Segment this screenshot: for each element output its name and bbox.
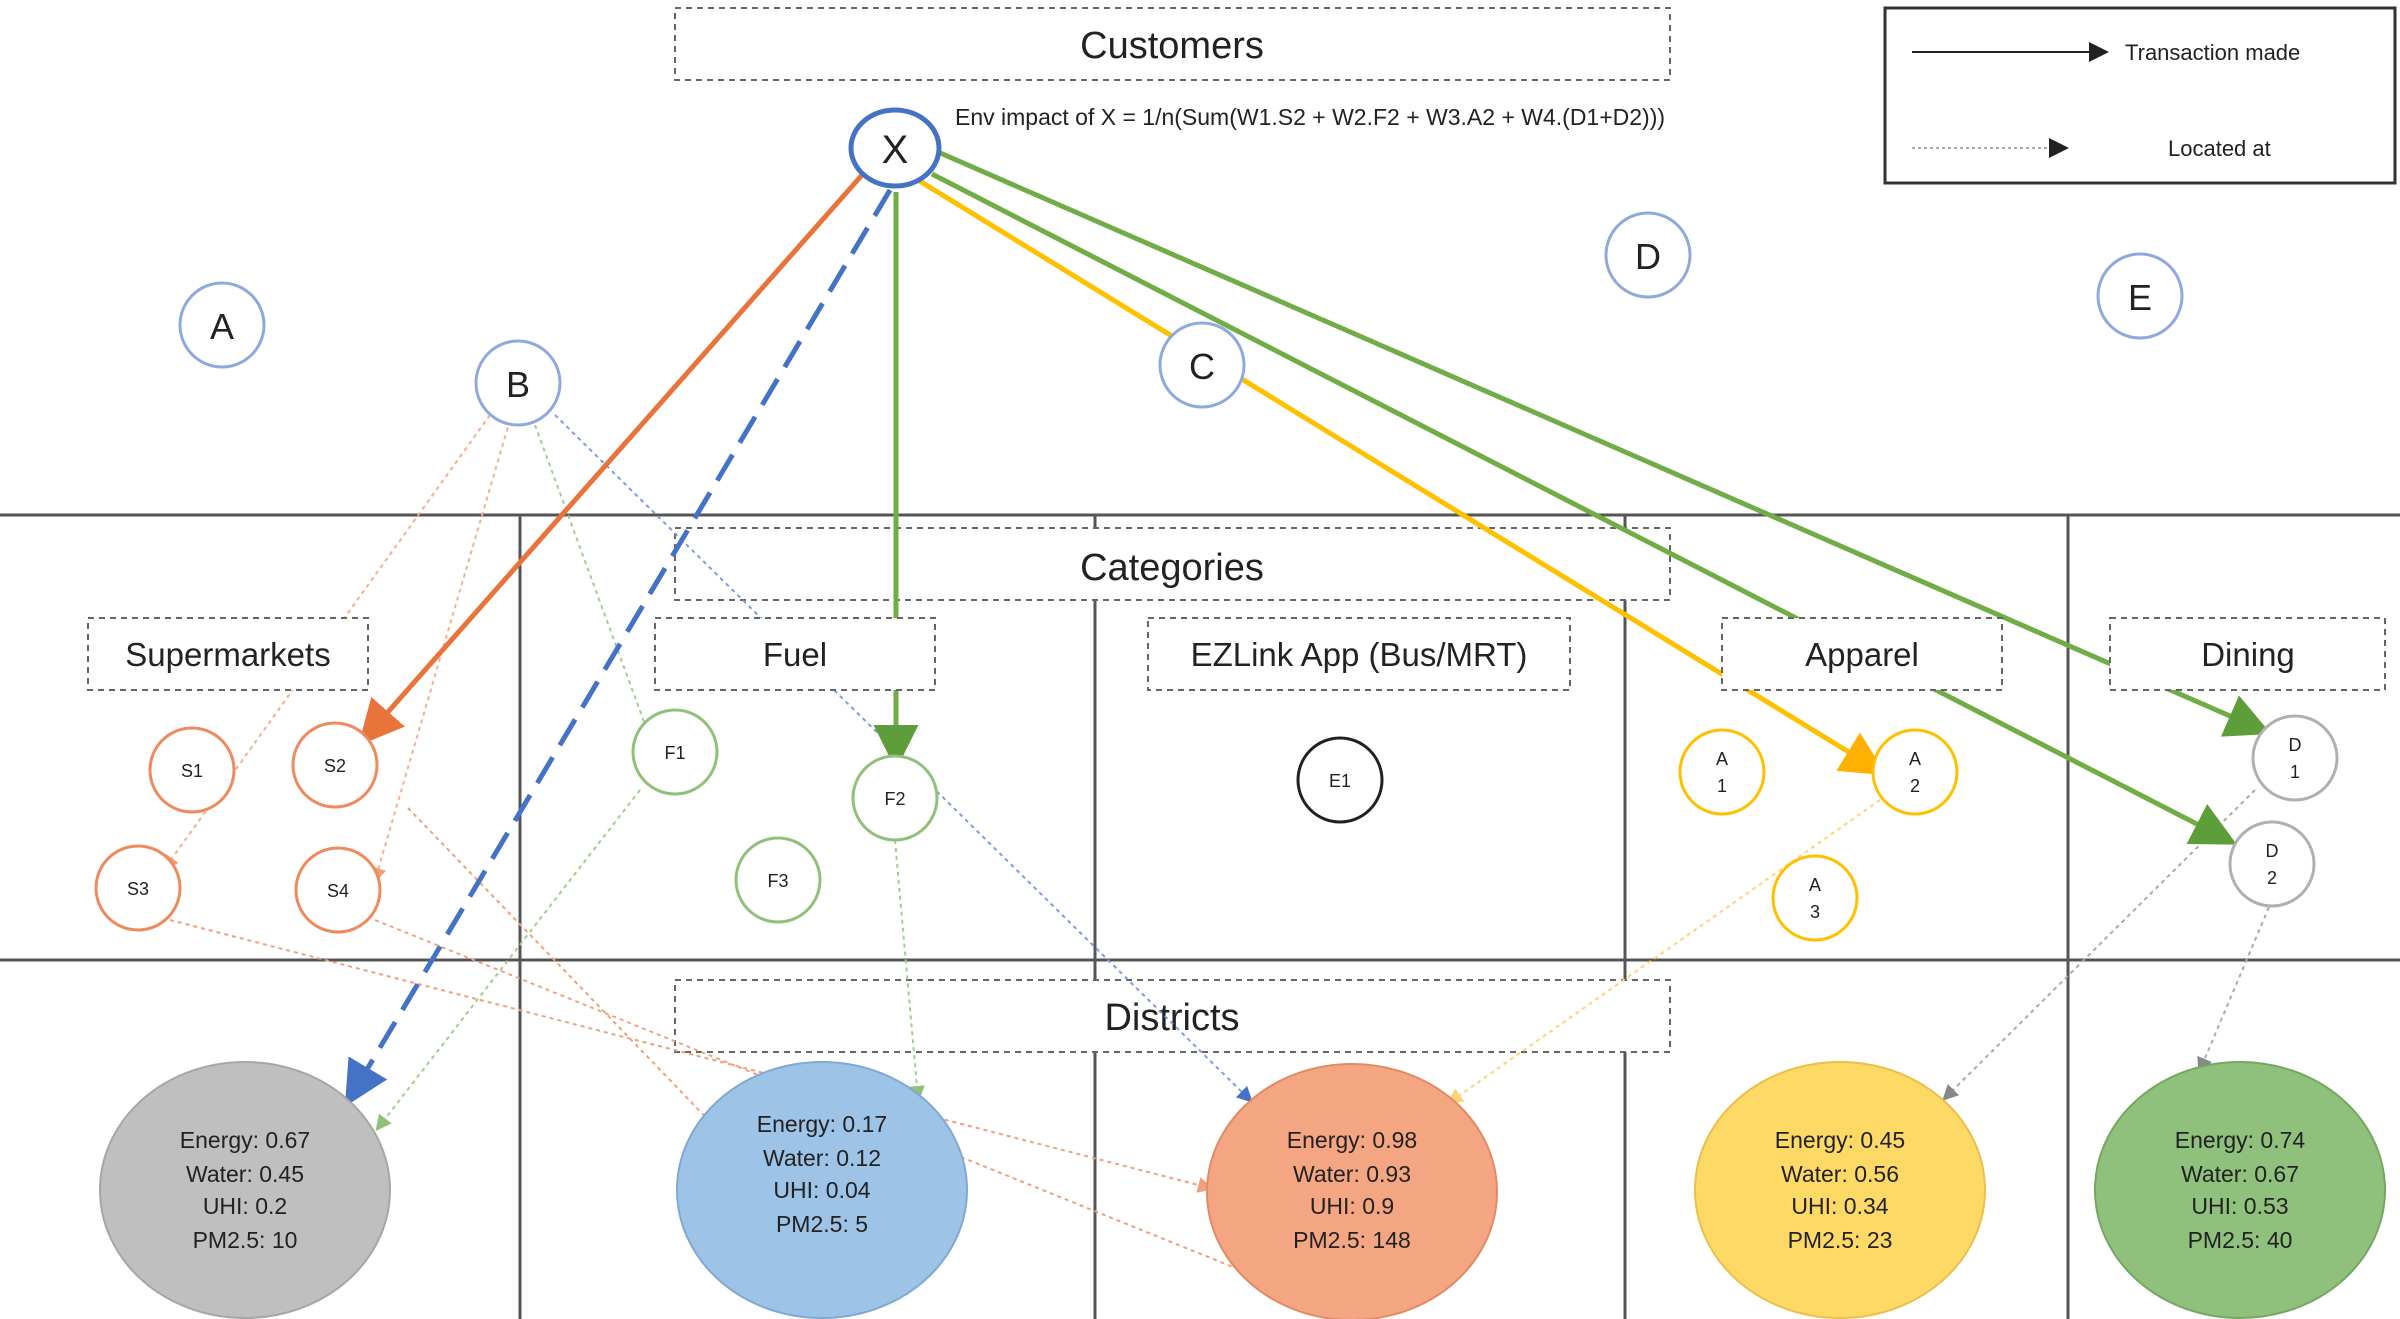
categories-title: Categories <box>1080 547 1264 589</box>
svg-text:S1: S1 <box>181 761 203 781</box>
node-a2 <box>1871 728 1959 816</box>
category-node-labels: S1 S2 S3 S4 F1 F2 F3 E1 A 1 A 2 A 3 D 1 … <box>127 735 2302 922</box>
customer-nodes: X A B C D E <box>178 107 2184 427</box>
svg-text:PM2.5: 5: PM2.5: 5 <box>776 1211 868 1237</box>
svg-text:F2: F2 <box>884 789 905 809</box>
svg-text:UHI: 0.34: UHI: 0.34 <box>1791 1193 1888 1219</box>
districts-header: Districts <box>674 979 1671 1053</box>
apparel-label: Apparel <box>1805 636 1919 673</box>
svg-text:C: C <box>1189 346 1215 387</box>
svg-text:S2: S2 <box>324 756 346 776</box>
node-s1 <box>148 726 236 814</box>
node-s4 <box>294 846 382 934</box>
customer-c: C <box>1158 321 1246 409</box>
node-a1 <box>1678 728 1766 816</box>
svg-text:A: A <box>1809 875 1821 895</box>
district-orange: Energy: 0.98 Water: 0.93 UHI: 0.9 PM2.5:… <box>1206 1063 1498 1319</box>
svg-text:Energy: 0.45: Energy: 0.45 <box>1775 1127 1905 1153</box>
svg-text:Water: 0.56: Water: 0.56 <box>1781 1161 1899 1187</box>
svg-text:A: A <box>210 306 234 347</box>
apparel-box <box>1721 617 2003 691</box>
supermarkets-label: Supermarkets <box>125 636 330 673</box>
svg-text:D: D <box>2266 841 2279 861</box>
svg-text:Energy: 0.74: Energy: 0.74 <box>2175 1127 2306 1153</box>
svg-text:X: X <box>882 128 909 172</box>
svg-text:UHI: 0.9: UHI: 0.9 <box>1310 1193 1394 1219</box>
svg-text:PM2.5: 40: PM2.5: 40 <box>2188 1227 2293 1253</box>
node-f1 <box>631 708 719 796</box>
svg-text:Water: 0.12: Water: 0.12 <box>763 1145 881 1171</box>
district-yellow: Energy: 0.45 Water: 0.56 UHI: 0.34 PM2.5… <box>1694 1061 1986 1319</box>
svg-text:Water: 0.45: Water: 0.45 <box>186 1161 304 1187</box>
customers-title: Customers <box>1080 25 1264 67</box>
categories-header: Categories <box>674 527 1671 601</box>
env-impact-formula: Env impact of X = 1/n(Sum(W1.S2 + W2.F2 … <box>955 104 1665 130</box>
svg-text:PM2.5: 10: PM2.5: 10 <box>193 1227 298 1253</box>
svg-text:Energy: 0.17: Energy: 0.17 <box>757 1111 887 1137</box>
supermarkets-box <box>87 617 369 691</box>
node-a3 <box>1771 854 1859 942</box>
customer-d: D <box>1604 211 1692 299</box>
svg-text:E1: E1 <box>1329 771 1351 791</box>
svg-text:Energy: 0.98: Energy: 0.98 <box>1287 1127 1417 1153</box>
ezlink-box <box>1147 617 1571 691</box>
svg-text:UHI: 0.2: UHI: 0.2 <box>203 1193 287 1219</box>
svg-text:B: B <box>506 364 530 405</box>
node-f3 <box>734 836 822 924</box>
fuel-box <box>654 617 936 691</box>
svg-text:A: A <box>1716 749 1728 769</box>
svg-text:PM2.5: 148: PM2.5: 148 <box>1293 1227 1411 1253</box>
svg-text:2: 2 <box>2267 868 2277 888</box>
svg-text:D: D <box>2289 735 2302 755</box>
svg-text:UHI: 0.04: UHI: 0.04 <box>773 1177 870 1203</box>
customers-header: Customers <box>674 7 1671 81</box>
transaction-edges <box>344 149 2272 1107</box>
svg-text:A: A <box>1909 749 1921 769</box>
legend-transaction-label: Transaction made <box>2125 40 2300 65</box>
node-s3 <box>94 844 182 932</box>
svg-text:3: 3 <box>1810 902 1820 922</box>
svg-text:D: D <box>1635 236 1661 277</box>
customer-x: X <box>848 107 942 189</box>
legend: Transaction made Located at <box>1883 6 2397 185</box>
svg-text:E: E <box>2128 277 2152 318</box>
fuel-label: Fuel <box>763 636 827 673</box>
node-d2 <box>2228 820 2316 908</box>
svg-text:1: 1 <box>2290 762 2300 782</box>
node-d1 <box>2251 714 2339 802</box>
legend-located-label: Located at <box>2168 136 2271 161</box>
section-grid <box>0 513 2400 1319</box>
svg-text:F1: F1 <box>664 743 685 763</box>
svg-text:Water: 0.93: Water: 0.93 <box>1293 1161 1411 1187</box>
dining-label: Dining <box>2201 636 2295 673</box>
svg-text:UHI: 0.53: UHI: 0.53 <box>2191 1193 2288 1219</box>
svg-text:S3: S3 <box>127 879 149 899</box>
district-green: Energy: 0.74 Water: 0.67 UHI: 0.53 PM2.5… <box>2094 1061 2386 1319</box>
dining-box <box>2109 617 2386 691</box>
customer-e: E <box>2096 252 2184 340</box>
customer-a: A <box>178 281 266 369</box>
ezlink-label: EZLink App (Bus/MRT) <box>1191 636 1528 673</box>
districts-title: Districts <box>1104 997 1239 1039</box>
node-s2 <box>291 721 379 809</box>
svg-text:S4: S4 <box>327 881 349 901</box>
district-blue: Energy: 0.17 Water: 0.12 UHI: 0.04 PM2.5… <box>676 1061 968 1319</box>
svg-text:1: 1 <box>1717 776 1727 796</box>
svg-text:2: 2 <box>1910 776 1920 796</box>
node-e1 <box>1296 736 1384 824</box>
district-nodes: Energy: 0.67 Water: 0.45 UHI: 0.2 PM2.5:… <box>99 1061 2386 1319</box>
svg-text:PM2.5: 23: PM2.5: 23 <box>1788 1227 1893 1253</box>
customer-b: B <box>474 339 562 427</box>
category-labels <box>87 617 2386 691</box>
node-f2 <box>851 754 939 842</box>
svg-text:Water: 0.67: Water: 0.67 <box>2181 1161 2299 1187</box>
svg-text:Energy: 0.67: Energy: 0.67 <box>180 1127 310 1153</box>
district-grey: Energy: 0.67 Water: 0.45 UHI: 0.2 PM2.5:… <box>99 1061 391 1319</box>
category-nodes <box>94 708 2339 942</box>
svg-text:F3: F3 <box>767 871 788 891</box>
